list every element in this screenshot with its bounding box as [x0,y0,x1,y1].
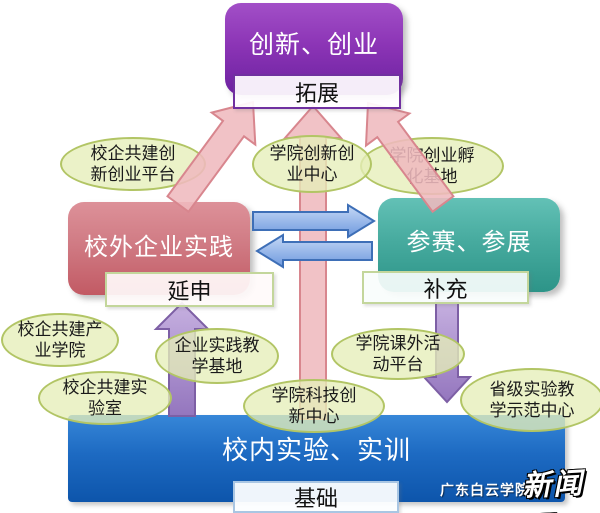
exchange-right-arrow [252,203,376,239]
ellipse-enterprise-practice-teaching-base: 企业实践教 学基地 [155,328,279,384]
ellipse-school-enterprise-industry-college: 校企共建产 业学院 [1,313,119,367]
watermark: 广东白云学院 新闻网 [438,462,600,513]
ellipse-school-enterprise-laboratory: 校企共建实 验室 [38,371,172,425]
node-top-label: 拓展 [233,74,401,109]
node-top-title: 创新、创业 [248,31,379,59]
ellipse-college-innovation-startup-center: 学院创新创 业中心 [252,135,372,193]
node-left-title: 校外企业实践 [84,234,234,261]
right-diagonal-arrow [364,101,455,214]
node-bottom-label: 基础 [233,481,399,513]
node-right-title: 参赛、参展 [406,229,532,256]
exchange-left-arrow [255,233,373,269]
ellipse-college-extracurricular-platform: 学院课外活 动平台 [331,328,465,380]
watermark-site-name: 广东白云学院 [440,482,530,498]
node-left-label: 延申 [105,272,274,307]
ellipse-provincial-experiment-demo-center: 省级实验教 学示范中心 [460,368,600,432]
node-bottom-box: 校内实验、实训 [68,415,565,502]
watermark-brand-logo: 新闻网 [521,467,585,513]
left-diagonal-arrow [166,100,257,214]
ellipse-college-science-innovation-center: 学院科技创 新中心 [243,379,385,433]
node-bottom-title: 校内实验、实训 [221,435,411,465]
node-right-label: 补充 [362,271,529,304]
